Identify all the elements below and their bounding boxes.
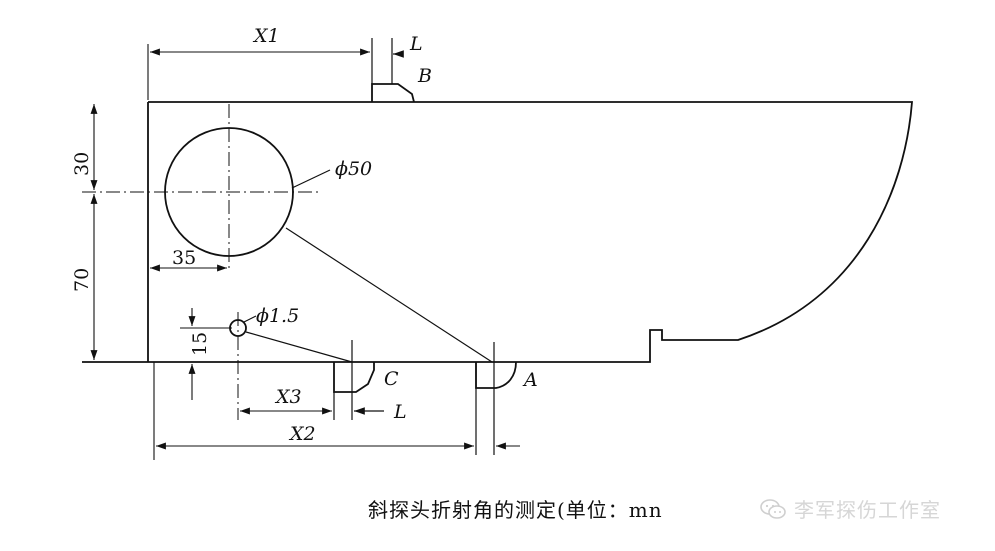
l-top-label: L — [409, 33, 423, 55]
watermark: 李军探伤工作室 — [760, 494, 941, 523]
probe-a: A — [475, 342, 538, 455]
dim-70-label: 70 — [71, 268, 93, 292]
x3-dimension: X3 L — [240, 386, 407, 423]
small-hole: ϕ1.5 — [229, 305, 299, 420]
dim-35: 35 — [150, 247, 227, 272]
probe-b: L B — [371, 33, 432, 103]
figure-caption: 斜探头折射角的测定(单位：mn — [368, 498, 663, 522]
dim-15: 15 — [180, 308, 232, 400]
x1-label: X1 — [252, 25, 280, 47]
left-dimensions: 30 70 — [71, 104, 98, 360]
x2-label: X2 — [288, 423, 316, 445]
phi50-label: ϕ50 — [335, 158, 372, 180]
a-label: A — [522, 369, 538, 391]
large-hole: ϕ50 — [82, 104, 372, 270]
c-label: C — [384, 368, 399, 390]
x1-dimension: X1 — [147, 25, 370, 100]
dim-35-label: 35 — [172, 247, 196, 269]
probe-c: C — [333, 340, 399, 420]
test-block-outline — [82, 101, 913, 363]
dim-30-label: 30 — [71, 152, 93, 176]
b-label: B — [417, 65, 432, 87]
x2-dimension: X2 — [153, 362, 520, 460]
phi1-5-label: ϕ1.5 — [256, 305, 299, 327]
x3-label: X3 — [274, 386, 302, 408]
beam-paths — [245, 227, 493, 363]
l-bottom-label: L — [393, 401, 407, 423]
dim-15-label: 15 — [189, 332, 211, 356]
wechat-icon — [760, 498, 786, 519]
watermark-text: 李军探伤工作室 — [794, 498, 941, 522]
